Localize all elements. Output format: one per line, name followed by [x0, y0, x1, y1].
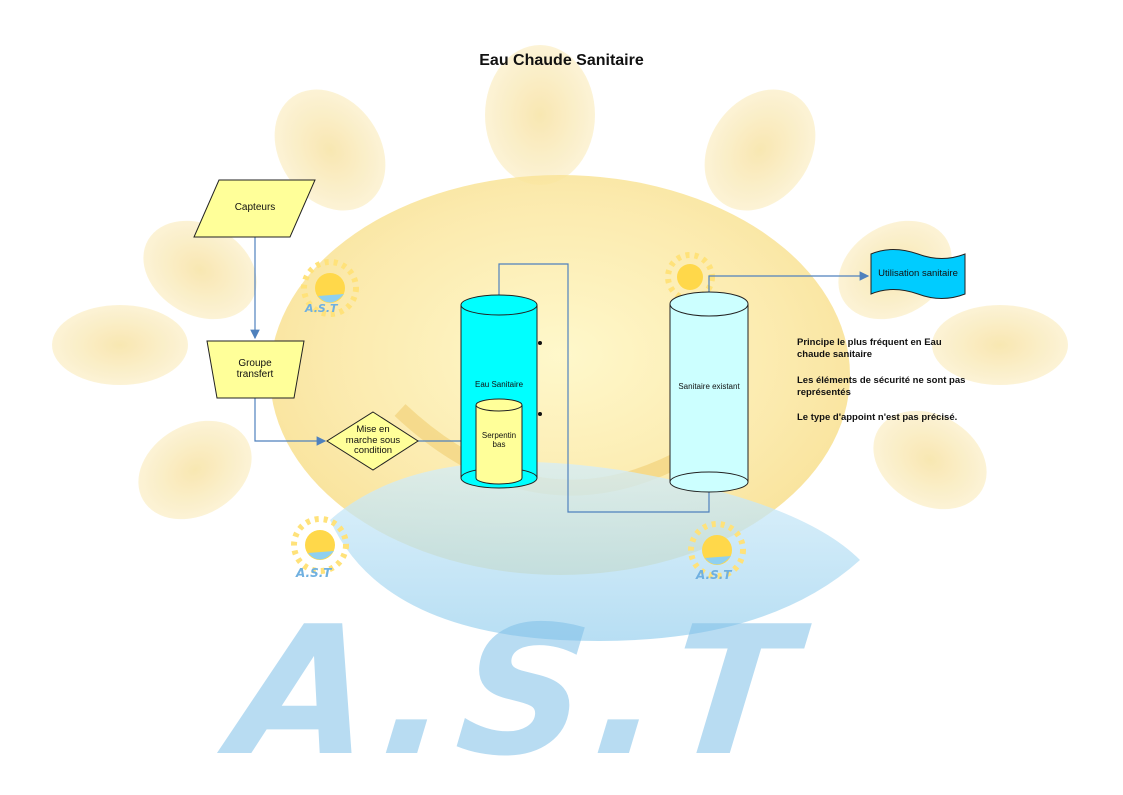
capteurs-shape	[193, 179, 316, 238]
small-logo-sun-icon	[665, 252, 715, 302]
note-3: Le type d'appoint n'est pas précisé.	[797, 412, 958, 424]
small-logo-text: A.S.T	[296, 566, 332, 580]
mise-en-marche-shape	[326, 411, 419, 471]
sanitaire-existant-tank	[669, 291, 749, 493]
notes-panel: Principe le plus fréquent en Eau chaude …	[797, 337, 972, 438]
page-title: Eau Chaude Sanitaire	[479, 52, 644, 69]
small-logo-sun-icon	[301, 259, 359, 317]
water-swoosh	[330, 461, 860, 641]
small-logo-text: A.S.T	[305, 302, 338, 315]
groupe-transfert-shape	[206, 340, 305, 399]
note-2: Les éléments de sécurité ne sont pas rep…	[797, 374, 966, 399]
connectors	[250, 237, 870, 513]
connector-tank-outlet	[498, 263, 710, 513]
small-logo-text: A.S.T	[696, 568, 732, 582]
serpentin-cylinder	[475, 398, 523, 485]
connector-groupe-mise	[254, 398, 327, 446]
note-1: Principe le plus fréquent en Eau chaude …	[797, 337, 942, 361]
sun-rays	[52, 45, 1068, 520]
connector-sanitaire-utilisation	[708, 271, 870, 292]
small-logo-sun-icon	[291, 516, 349, 574]
small-logo-sun-icon	[688, 521, 746, 579]
utilisation-shape	[870, 249, 966, 299]
